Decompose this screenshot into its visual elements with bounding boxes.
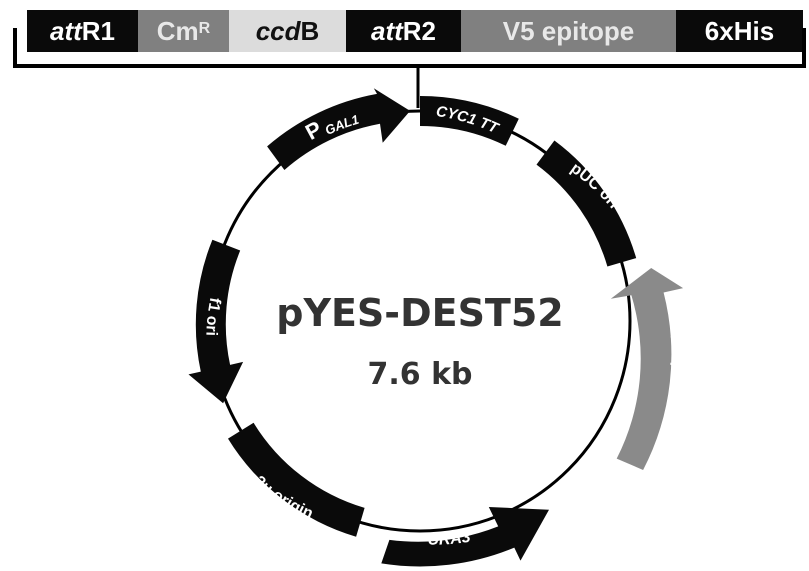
pgal1-arrow bbox=[267, 88, 411, 170]
ampicillin-label: Ampicillin bbox=[667, 334, 687, 414]
2u-origin-block bbox=[228, 422, 365, 537]
f1-ori-label: f1 ori bbox=[202, 296, 223, 336]
bracket-line bbox=[13, 28, 806, 68]
cassette-segment-6xhis: 6xHis bbox=[676, 10, 803, 52]
f1-ori-arrow bbox=[188, 239, 244, 404]
ura3-label: URA3 bbox=[428, 529, 472, 549]
cyc1-tt-block bbox=[420, 95, 519, 146]
plasmid-name: pYES-DEST52 bbox=[276, 291, 564, 335]
puc-ori-block bbox=[536, 140, 637, 267]
ura3-arrow bbox=[381, 507, 549, 567]
plasmid-size: 7.6 kb bbox=[367, 357, 472, 392]
cassette-segment-v5-epitope: V5 epitope bbox=[461, 10, 676, 52]
ampicillin-arrow bbox=[610, 268, 684, 470]
